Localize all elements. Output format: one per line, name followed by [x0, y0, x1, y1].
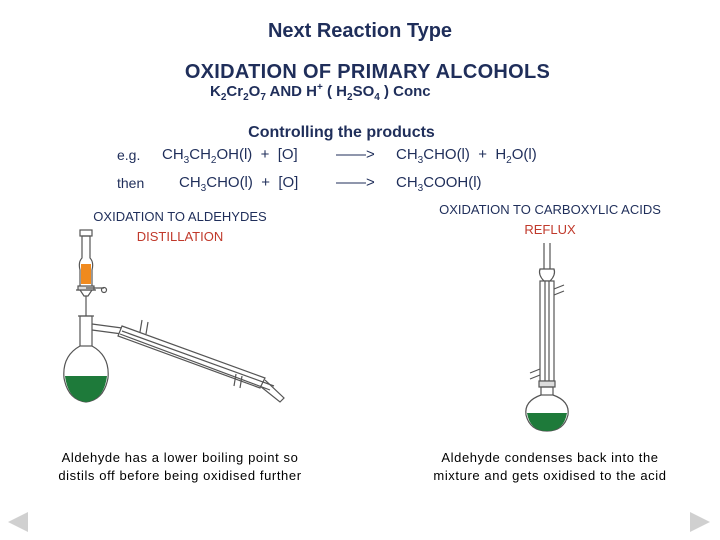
funnel-liquid	[81, 264, 91, 284]
distillation-apparatus-diagram	[63, 229, 285, 403]
left-caption: Aldehyde has a lower boiling point so di…	[20, 449, 340, 485]
eq1-arrow: ——>	[336, 146, 375, 163]
left-caption-line1: Aldehyde has a lower boiling point so	[61, 450, 299, 465]
eq2-label: then	[117, 175, 145, 191]
right-caption-line2: mixture and gets oxidised to the acid	[433, 468, 667, 483]
eq2-arrow: ——>	[336, 174, 375, 191]
eq1-label: e.g.	[117, 147, 141, 163]
right-caption-line1: Aldehyde condenses back into the	[441, 450, 659, 465]
eq1-products: CH3CHO(l) + H2O(l)	[396, 146, 537, 166]
right-caption: Aldehyde condenses back into the mixture…	[385, 449, 715, 485]
controlling-heading: Controlling the products	[248, 124, 435, 141]
eq2-products: CH3COOH(l)	[396, 174, 482, 194]
eq2-reactants: CH3CHO(l) + [O]	[179, 174, 299, 194]
reagent-formula: K2Cr2O7 AND H+ ( H2SO4 ) Conc	[210, 82, 431, 103]
flask-liquid	[65, 376, 107, 402]
eq1-reactants: CH3CH2OH(l) + [O]	[162, 146, 298, 166]
slide-title: Next Reaction Type	[267, 20, 453, 42]
left-caption-line2: distils off before being oxidised furthe…	[58, 468, 302, 483]
reflux-flask-liquid	[527, 413, 567, 431]
next-slide-arrow-icon[interactable]	[690, 512, 710, 532]
left-section-subtitle: DISTILLATION	[136, 229, 224, 244]
left-section-title: OXIDATION TO ALDEHYDES	[93, 209, 267, 224]
right-section-subtitle: REFLUX	[524, 222, 576, 237]
right-section-title: OXIDATION TO CARBOXYLIC ACIDS	[439, 202, 661, 217]
previous-slide-arrow-icon[interactable]	[8, 512, 28, 532]
slide-heading: OXIDATION OF PRIMARY ALCOHOLS	[184, 61, 551, 83]
reflux-apparatus-diagram	[525, 243, 569, 432]
